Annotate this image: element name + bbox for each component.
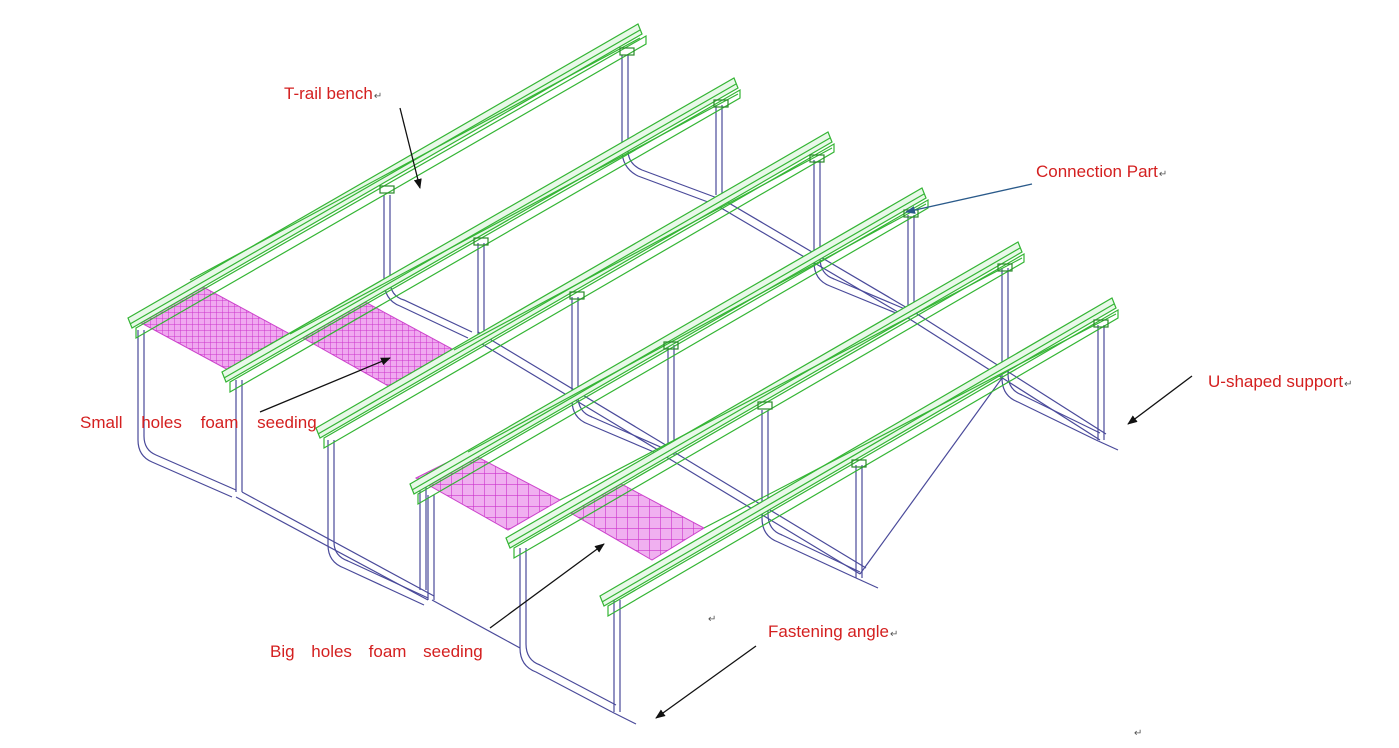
u-support-back-2 — [383, 195, 485, 340]
arrow-connection-part — [905, 183, 1033, 214]
u-support-right-4 — [419, 487, 427, 590]
arrow-t-rail-bench — [399, 107, 422, 189]
label-t-rail-bench-text: T-rail bench — [284, 84, 373, 103]
label-u-shaped-support-text: U-shaped support — [1208, 372, 1344, 391]
t-rail-2 — [221, 77, 741, 394]
label-connection-part: Connection Part↵ — [1036, 162, 1167, 185]
t-rail-6 — [599, 297, 1119, 618]
connection-parts — [379, 47, 1109, 468]
arrow-small-holes — [259, 357, 391, 413]
u-support-front-1 — [137, 330, 243, 498]
t-rail-5 — [505, 241, 1025, 560]
u-support-front-2 — [327, 440, 435, 606]
label-fastening-angle-text: Fastening angle — [768, 622, 889, 641]
annotation-arrows — [259, 107, 1193, 719]
return-mark: ↵ — [1158, 169, 1168, 180]
u-support-right-2 — [761, 410, 879, 589]
stray-return-mark: ↵ — [708, 614, 717, 625]
u-support-right-3 — [519, 548, 637, 725]
u-support-mid-2 — [813, 160, 915, 319]
label-small-holes: Small holes foam seeding — [80, 413, 317, 433]
u-support-mid-1 — [571, 297, 675, 459]
return-mark: ↵ — [889, 629, 899, 640]
label-small-holes-text: Small holes foam seeding — [80, 413, 317, 432]
arrow-fastening-angle — [655, 645, 757, 719]
t-rail-4 — [409, 187, 929, 506]
return-mark: ↵ — [1344, 379, 1353, 390]
label-t-rail-bench: T-rail bench↵ — [284, 84, 382, 107]
label-connection-part-text: Connection Part — [1036, 162, 1158, 181]
label-big-holes: Big holes foam seeding — [270, 642, 483, 662]
t-rail-3 — [315, 131, 835, 450]
label-fastening-angle: Fastening angle↵ — [768, 622, 898, 645]
label-u-shaped-support: U-shaped support↵ — [1208, 372, 1353, 395]
return-mark: ↵ — [373, 91, 383, 102]
t-rails — [127, 23, 1119, 618]
arrow-u-shaped-support — [1127, 375, 1193, 425]
arrow-big-holes — [489, 543, 605, 629]
t-rail-1 — [127, 23, 647, 340]
stray-return-mark: ↵ — [1134, 728, 1143, 739]
label-big-holes-text: Big holes foam seeding — [270, 642, 483, 661]
